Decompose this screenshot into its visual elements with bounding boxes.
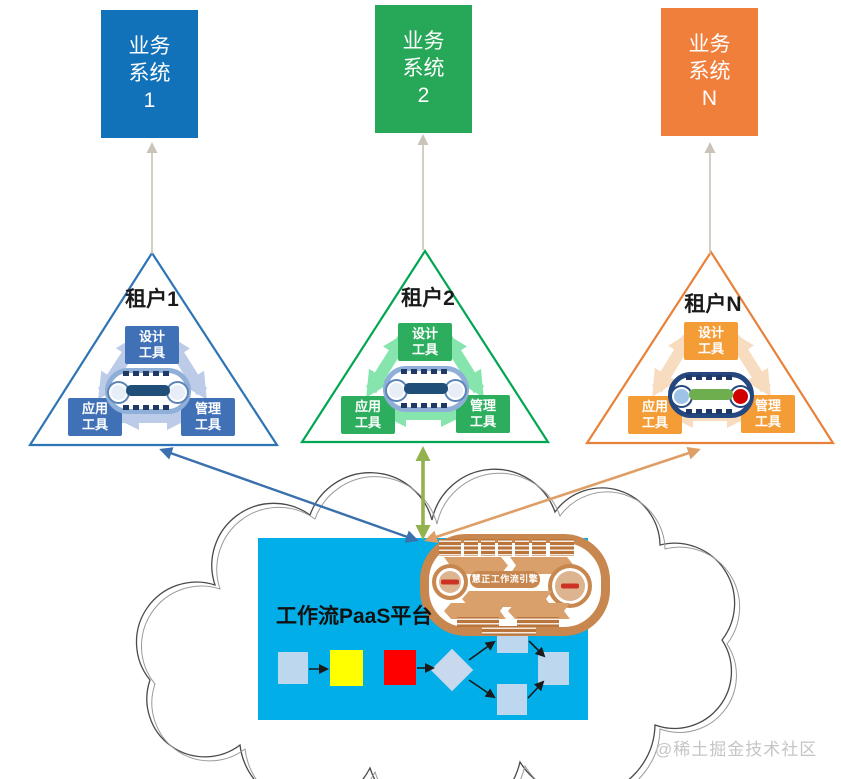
tool-label: 工具 [81, 417, 108, 432]
system-label-line: N [701, 87, 718, 111]
connector-platform-tenantN [424, 446, 701, 544]
mini-interface-dots [123, 371, 173, 376]
mini-interface-dots [123, 405, 173, 410]
engine-interface-box [436, 536, 464, 559]
flowchart-node-end [538, 652, 569, 685]
engine-title: 慧正工作流引擎 [470, 571, 540, 588]
tenant2-workflow-engine-mini [383, 366, 469, 412]
tool-label: 设计 [411, 325, 438, 341]
business-system-n: 业务 系统 N [661, 8, 758, 136]
system-label-line: 系统 [128, 61, 171, 85]
tenantN-workflow-engine-mini [668, 372, 754, 418]
connector-platform-tenant1 [159, 447, 419, 543]
tool-label: 工具 [641, 415, 668, 430]
flowchart-node-yellow [330, 650, 363, 686]
mini-circle-left [109, 383, 128, 402]
engine-interface-box [479, 623, 539, 638]
tenant1-title: 租户1 [125, 288, 179, 311]
mini-engine-band [126, 385, 170, 396]
tool-label: 管理 [754, 397, 781, 413]
engine-circle-label [441, 579, 459, 585]
mini-engine-band [689, 389, 733, 400]
mini-engine-band [404, 383, 448, 394]
tool-label: 工具 [138, 345, 165, 360]
business-system-2: 业务 系统 2 [375, 5, 472, 133]
mini-circle-right [731, 387, 750, 406]
tool-label: 工具 [469, 414, 496, 429]
flowchart-node-branch-bottom [497, 684, 527, 715]
watermark: @稀土掘金技术社区 [655, 740, 818, 759]
paas-platform-label: 工作流PaaS平台 [276, 605, 433, 628]
mini-interface-dots [401, 369, 451, 374]
engine-circle-label [561, 583, 579, 589]
engine-interface-box [547, 536, 577, 559]
tool-label: 工具 [754, 414, 781, 429]
system-label-line: 系统 [688, 59, 731, 83]
mini-interface-dots [686, 375, 736, 380]
tool-label: 应用 [641, 398, 668, 414]
mini-circle-left [672, 387, 691, 406]
tenant1-workflow-engine-mini [105, 368, 191, 414]
engine-circle-right [548, 564, 592, 608]
flowchart-node-red [384, 650, 416, 685]
business-system-1: 业务 系统 1 [101, 10, 198, 138]
tool-label: 工具 [354, 415, 381, 430]
tool-label: 设计 [138, 328, 165, 344]
mini-interface-dots [686, 409, 736, 414]
tool-label: 管理 [194, 400, 221, 416]
system-label-line: 2 [417, 84, 430, 108]
system-label-line: 业务 [688, 32, 731, 56]
mini-circle-right [168, 383, 187, 402]
tool-label: 工具 [411, 342, 438, 357]
mini-circle-left [387, 381, 406, 400]
tool-label: 工具 [697, 341, 724, 356]
mini-interface-dots [401, 403, 451, 408]
tool-label: 工具 [194, 417, 221, 432]
system-label-line: 业务 [128, 34, 171, 58]
tenant2-design-tool: 设计 工具 [398, 323, 452, 361]
engine-interface-box [529, 536, 549, 559]
engine-circle-left [432, 564, 468, 600]
tool-label: 管理 [469, 397, 496, 413]
system-label-line: 系统 [402, 56, 445, 80]
tenantN-title: 租户N [684, 293, 742, 316]
system-label-line: 业务 [402, 29, 445, 53]
system-label-line: 1 [143, 89, 156, 113]
mini-circle-right [446, 381, 465, 400]
tenant2-title: 租户2 [401, 287, 455, 310]
tenantN-design-tool: 设计 工具 [684, 322, 738, 360]
tool-label: 应用 [354, 398, 381, 414]
tenant1-design-tool: 设计 工具 [125, 326, 179, 364]
flowchart-node-start [278, 652, 308, 684]
tool-label: 设计 [697, 324, 724, 340]
workflow-engine-diagram: 慧正工作流引擎 [420, 528, 610, 636]
system-arrows [146, 134, 716, 254]
